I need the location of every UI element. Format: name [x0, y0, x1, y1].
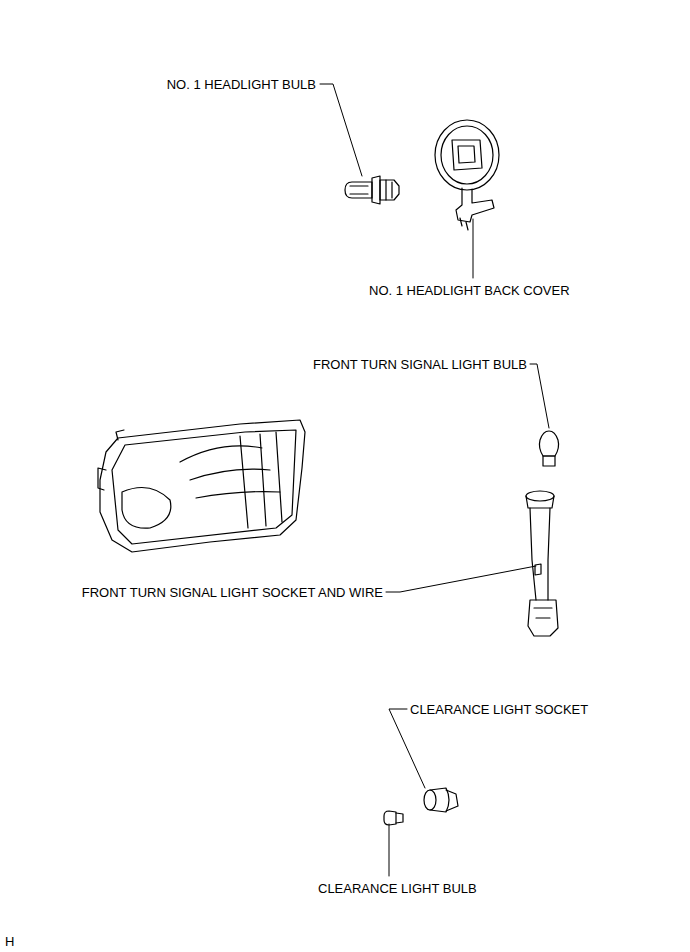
cover-connector — [452, 140, 482, 170]
headlight-back-cover — [435, 120, 499, 230]
bulb-glass — [384, 811, 396, 825]
socket-ring — [526, 491, 554, 501]
wire-connector — [528, 600, 558, 636]
figure-code: H — [4, 934, 15, 949]
leader-lines — [320, 84, 549, 876]
turn-signal-bulb — [539, 431, 558, 466]
lamp-housing — [100, 420, 305, 552]
clearance-socket — [424, 788, 458, 812]
part-name: NO. 1 HEADLIGHT BACK COVER — [368, 283, 571, 298]
leader-line — [389, 709, 425, 788]
bulb-flange — [372, 176, 380, 204]
socket-body — [430, 788, 449, 812]
cover-inner — [441, 126, 493, 184]
lamp-lens — [112, 430, 296, 544]
leader-line — [473, 219, 474, 278]
leader-line — [386, 566, 536, 592]
turn-signal-socket — [526, 491, 558, 636]
bulb-base — [396, 813, 403, 823]
bulb-filament — [350, 186, 368, 194]
bulb-base-detail — [386, 180, 392, 200]
socket-wire — [530, 508, 550, 600]
part-name: FRONT TURN SIGNAL LIGHT SOCKET AND WIRE — [81, 585, 384, 600]
leader-line — [530, 364, 549, 428]
lamp-reflector — [122, 488, 171, 529]
cover-tab-detail — [460, 218, 468, 230]
clearance-bulb — [384, 811, 403, 825]
part-name: FRONT TURN SIGNAL LIGHT BULB — [312, 357, 528, 372]
socket-lock — [446, 790, 458, 811]
socket-head — [526, 496, 554, 508]
bulb-glass — [539, 431, 558, 456]
socket-front — [424, 790, 436, 810]
lamp-lens-detail — [240, 432, 282, 528]
bulb-base — [380, 180, 399, 200]
lamp-mount — [98, 430, 124, 490]
bulb-base — [543, 456, 555, 466]
lamp-lens-detail — [180, 446, 280, 498]
part-name: CLEARANCE LIGHT BULB — [317, 881, 478, 896]
leader-line — [389, 824, 390, 876]
part-name: CLEARANCE LIGHT SOCKET — [409, 702, 589, 717]
wire-connector-detail — [534, 608, 552, 618]
cover-tab — [456, 188, 494, 222]
wire-tag — [535, 564, 541, 575]
headlight-assembly — [98, 420, 305, 552]
headlight-bulb — [345, 176, 399, 204]
leader-line — [320, 84, 362, 176]
cover-connector-detail — [458, 146, 475, 163]
bulb-glass — [345, 182, 372, 198]
part-name: NO. 1 HEADLIGHT BULB — [166, 77, 317, 92]
cover-rim — [435, 120, 499, 190]
